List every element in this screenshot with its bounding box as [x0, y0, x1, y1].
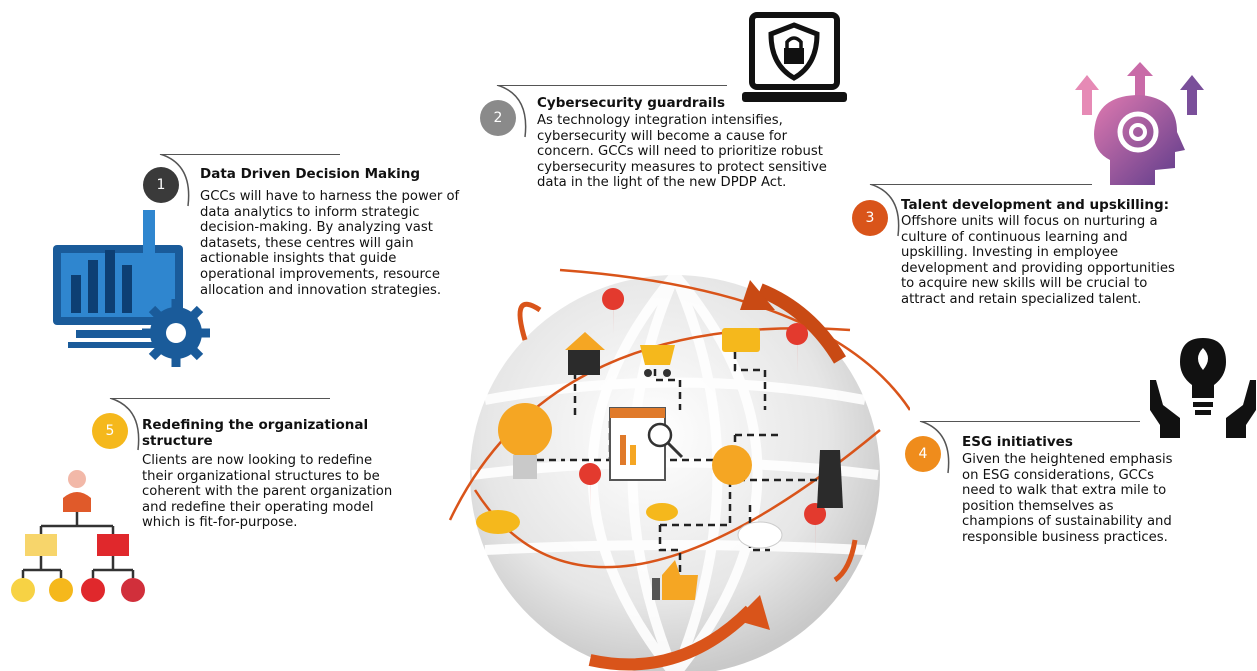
item-3-body: Offshore units will focus on nurturing a…: [901, 214, 1175, 307]
globe-network-graphic: [430, 250, 910, 671]
badge-arc-1: [159, 154, 190, 207]
laptop-shield-lock-icon: [742, 10, 847, 110]
connector-5: [110, 398, 330, 399]
globe-network-icon: [448, 268, 910, 671]
badge-1: 1: [143, 167, 179, 203]
badge-arc-3: [869, 184, 900, 237]
item-5-title: Redefining the organizational structure: [142, 417, 369, 449]
head-gear-arrows-icon: [1065, 60, 1215, 190]
badge-2: 2: [480, 100, 516, 136]
hands-lightbulb-icon: [1148, 330, 1257, 440]
item-1-title: Data Driven Decision Making: [200, 166, 421, 182]
item-5-body: Clients are now looking to redefine thei…: [142, 453, 393, 531]
item-2-body: As technology integration intensifies, c…: [537, 113, 827, 191]
badge-3: 3: [852, 200, 888, 236]
connector-3: [870, 184, 1092, 185]
connector-4: [920, 421, 1140, 422]
analytics-monitor-gear-icon: [48, 205, 213, 370]
connector-1: [160, 154, 340, 155]
item-4-title: ESG initiatives: [962, 434, 1073, 450]
item-2-title: Cybersecurity guardrails: [537, 95, 725, 111]
connector-2: [497, 85, 727, 86]
badge-arc-5: [109, 398, 140, 451]
item-3-title: Talent development and upskilling:: [901, 197, 1170, 213]
badge-arc-4: [919, 421, 950, 474]
org-chart-icon: [8, 470, 148, 605]
badge-5: 5: [92, 413, 128, 449]
item-1-body: GCCs will have to harness the power of d…: [200, 189, 460, 298]
badge-4: 4: [905, 436, 941, 472]
badge-arc-2: [496, 85, 527, 138]
item-4-body: Given the heightened emphasis on ESG con…: [962, 452, 1173, 545]
